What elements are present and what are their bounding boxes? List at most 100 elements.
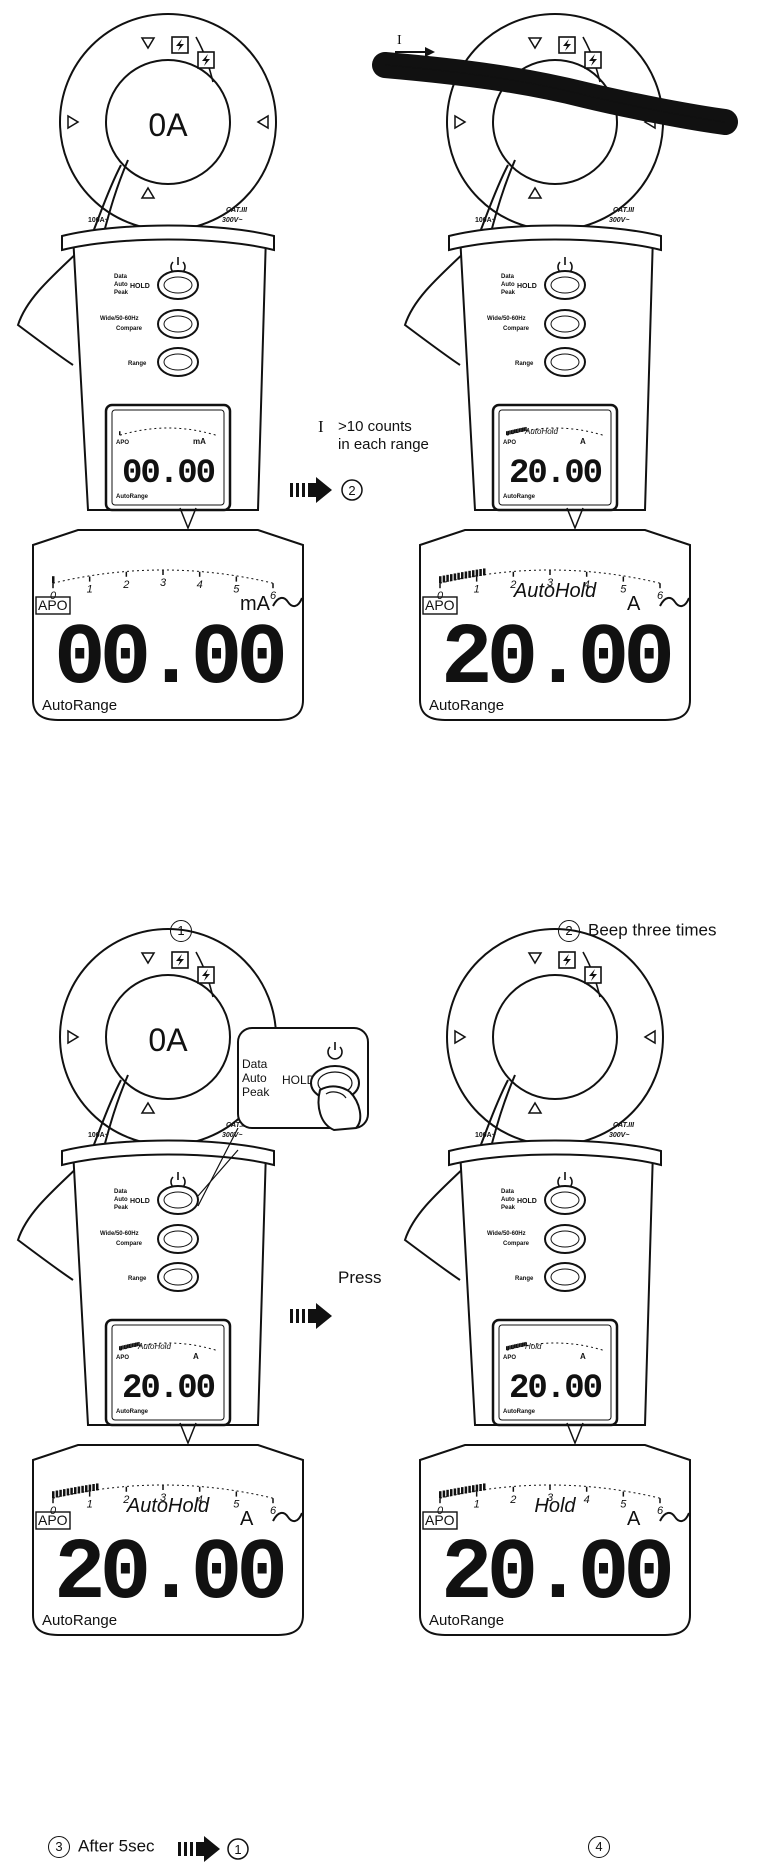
large-annunciator: AutoHold [126,1495,210,1517]
range-button [544,347,586,377]
bar-segment [461,1487,464,1495]
triangle-up-icon [527,186,543,199]
scale-tick-label: 5 [233,1499,240,1511]
small-apo: APO [503,1355,516,1361]
wide-button [157,1224,199,1254]
bar-segment [59,1489,62,1497]
scale-tick-label: 6 [657,590,664,602]
bar-segment [520,1342,522,1347]
meter-1: 100A~CAT.III300V~0ADataAutoPeakHOLDWide/… [16,13,304,721]
bar-segment [457,1487,460,1495]
btn-wide-label: Wide/50-60Hz [487,316,526,322]
btn-auto-label: Auto [114,1197,128,1203]
small-lcd [111,409,225,506]
bar-segment [483,568,486,576]
bar-segment [515,1343,518,1348]
range-button-ring [163,1268,193,1286]
bolt-icon [584,51,602,69]
step-number-4: 4 [588,1836,610,1858]
bar-segment [523,427,526,432]
jaw-inner [492,974,618,1100]
finger-icon [317,1085,362,1132]
triangle-left-icon [643,1029,656,1045]
scale-tick-label: 0 [50,590,57,602]
bar-segment [81,1485,84,1493]
bar-segment [74,1487,77,1495]
large-digits: 20.00 [54,1525,283,1623]
triangle-down-icon [140,37,156,50]
bar-segment [439,576,442,584]
wide-button [157,309,199,339]
btn-wide-label: Wide/50-60Hz [100,316,139,322]
bar-segment [138,1341,140,1346]
bar-segment [66,1488,70,1496]
jaw-split-2 [103,159,129,233]
scale-tick-label: 0 [437,590,444,602]
jaw-rating: 100A~ [88,217,109,224]
scale-tick-label: 5 [620,1499,627,1511]
bolt-icon [197,966,215,984]
cat-rating: CAT.III [226,1122,248,1129]
bar-segment [70,1487,73,1495]
bar-segment [468,1485,471,1493]
triangle-up-icon [140,1101,156,1114]
btn-data-label: Data [114,274,128,280]
scale-tick-label: 3 [160,1492,167,1504]
ac-icon [272,596,303,608]
wide-button-ring [163,1230,193,1248]
large-apo: APO [38,597,68,613]
bar-segment [507,1345,510,1350]
side-grip [403,249,468,366]
large-apo: APO [38,1512,68,1528]
btn-hold-label: HOLD [517,283,537,290]
zoom-leader [566,507,584,531]
bar-segment [130,1343,132,1348]
btn-hold-label: HOLD [130,1198,150,1205]
cat-rating: CAT.III [613,1122,635,1129]
bar-segment [85,1485,88,1493]
small-annunciator: AutoHold [524,427,558,436]
range-button-ring [163,353,193,371]
btn-range-label: Range [515,361,534,367]
arrow-head [316,1303,332,1329]
bar-segment [119,431,121,436]
jaw-split [479,164,509,233]
btn-auto-label: Auto [501,282,515,288]
wide-button-ring [550,315,580,333]
bar-segment [453,573,457,581]
jaw-split-2 [490,159,516,233]
small-apo: APO [503,440,516,446]
arrow-dash [290,483,293,497]
bar-segment [472,570,475,578]
step-number-circle [341,479,363,501]
hold-button [544,1185,586,1215]
small-apo: APO [116,1355,129,1361]
scale-tick-label: 3 [547,577,554,589]
arrow-dash [190,1842,193,1856]
bar-segment [125,1344,127,1349]
large-lcd [419,1444,691,1636]
bar-segment [523,1342,526,1347]
fingernail [325,1091,347,1099]
cat-voltage: 300V~ [222,217,242,224]
large-digits: 20.00 [441,610,670,708]
large-apo: APO [425,597,455,613]
bar-segment [131,1343,134,1348]
triangle-up-icon [140,186,156,199]
hold-button-ring [163,1191,193,1209]
bar-segment [517,1343,519,1348]
bar-segment [52,1491,55,1499]
triangle-down-icon [527,952,543,965]
triangle-down-icon [527,37,543,50]
arrow-shaft [308,483,316,497]
bar-segment [514,429,516,434]
caption-text-2: Beep three times [588,920,717,940]
apo-box [35,596,71,615]
btn-range-label: Range [128,1276,147,1282]
zoom-peak-label: Peak [242,1085,270,1099]
bar-segment [507,430,510,435]
small-unit: A [193,1352,199,1361]
bar-segment [52,576,55,584]
arrow-head [204,1836,220,1862]
